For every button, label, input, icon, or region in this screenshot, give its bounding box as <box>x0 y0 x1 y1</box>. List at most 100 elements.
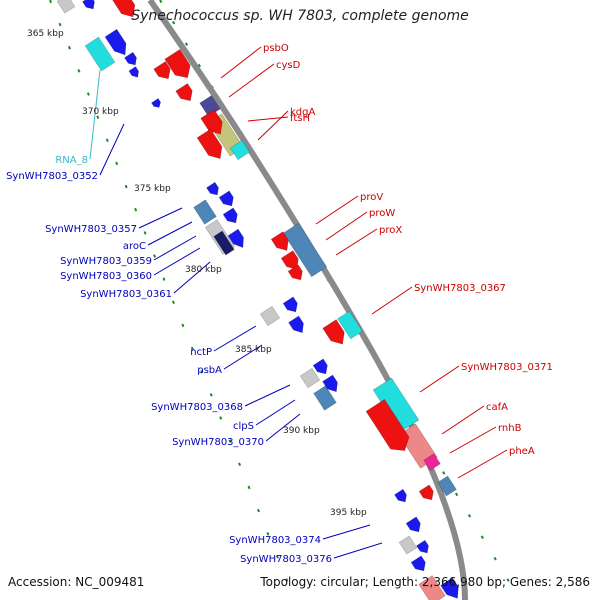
red-gene-arrow <box>153 61 171 80</box>
blue-gene-arrow <box>312 358 328 375</box>
clpS-feature <box>313 385 337 411</box>
accession-text: Accession: NC_009481 <box>8 575 145 589</box>
pheA-feature <box>437 475 457 497</box>
leader-line <box>322 524 371 540</box>
blue-gene-arrow <box>410 555 426 572</box>
genome-backbone <box>147 0 468 600</box>
blue-gene-arrow <box>282 296 298 313</box>
gene-label-prov: proV <box>360 192 383 203</box>
psbA-feature <box>288 315 304 334</box>
leader-line <box>371 286 413 315</box>
leader-line <box>419 365 460 393</box>
blue-gene-arrow <box>440 577 459 599</box>
kdgA-end-feature <box>229 139 251 161</box>
map-title: Synechococcus sp. WH 7803, complete geno… <box>131 8 469 24</box>
leader-line <box>147 221 193 246</box>
gene-label-psba: psbA <box>197 365 222 376</box>
synwh7803-0374-feature <box>405 516 421 533</box>
gene-label-synwh7803-0367: SynWH7803_0367 <box>414 283 506 294</box>
gene-label-clps: clpS <box>233 421 254 432</box>
synwh7803-0367-arrow <box>322 319 345 345</box>
leader-line <box>220 46 262 79</box>
synwh7803-0361-feature <box>227 228 244 248</box>
red-gene-arrow <box>200 109 223 135</box>
kbp-marker-label: 370 kbp <box>82 107 119 117</box>
label-layer: 365 kbp 370 kbp 375 kbp 380 kbp 385 kbp 390 k… <box>6 29 553 565</box>
leader-line <box>173 261 211 294</box>
synwh7803-0357-feature <box>222 207 238 224</box>
blue-gene-arrow <box>206 181 219 196</box>
kbp-marker-label: 365 kbp <box>27 29 64 39</box>
red-gene-arrow <box>287 264 303 281</box>
synwh7803-0370-feature <box>322 374 338 393</box>
leader-line <box>213 325 257 352</box>
leader-line <box>255 399 296 426</box>
gene-label-synwh7803-0371: SynWH7803_0371 <box>461 362 553 373</box>
feature-layer <box>56 0 459 600</box>
gene-label-cafa: cafA <box>486 402 508 413</box>
blue-gene-arrow <box>394 488 407 503</box>
rna-8-feature <box>84 36 116 72</box>
leader-line <box>244 384 291 407</box>
gene-label-rnhb: rnhB <box>498 423 522 434</box>
gene-label-synwh7803-0352: SynWH7803_0352 <box>6 171 98 182</box>
gene-label-synwh7803-0368: SynWH7803_0368 <box>151 402 243 413</box>
leader-line <box>138 207 183 229</box>
gene-label-rna-8: RNA_8 <box>55 155 88 166</box>
cafA-feature <box>398 423 438 469</box>
leader-line <box>247 116 289 122</box>
blue-gene-arrow <box>416 539 429 554</box>
gene-label-synwh7803-0361: SynWH7803_0361 <box>80 289 172 300</box>
cysD-feature <box>175 83 193 102</box>
kbp-marker-label: 380 kbp <box>185 265 222 275</box>
gene-label-synwh7803-0357: SynWH7803_0357 <box>45 224 137 235</box>
leader-line <box>457 449 508 479</box>
gene-label-kdga: kdgA <box>290 107 315 118</box>
synwh7803-0360-feature <box>213 230 235 256</box>
gene-label-synwh7803-0370: SynWH7803_0370 <box>172 437 264 448</box>
blue-gene-arrow <box>124 51 137 66</box>
leader-line <box>153 235 197 261</box>
gene-label-psbo: psbO <box>263 43 289 54</box>
gene-label-synwh7803-0376: SynWH7803_0376 <box>240 554 332 565</box>
synwh7803-0371-arrow <box>365 398 410 451</box>
kbp-marker-label: 375 kbp <box>134 184 171 194</box>
top-left-feature <box>56 0 76 14</box>
leader-line <box>449 426 497 454</box>
leader-line <box>325 211 368 241</box>
leader-line <box>99 123 125 176</box>
leader-line <box>228 63 275 98</box>
label-leader-layer <box>89 46 508 559</box>
kdgA-feature <box>196 128 223 159</box>
leader-line <box>335 228 378 256</box>
rnhB-feature <box>423 453 441 471</box>
gene-label-prox: proX <box>379 225 402 236</box>
gene-label-phea: pheA <box>509 446 535 457</box>
synwh7803-0367-feature <box>337 310 363 340</box>
leader-line <box>441 405 485 435</box>
kbp-marker-label: 390 kbp <box>283 426 320 436</box>
nctP-feature <box>259 305 281 327</box>
kbp-marker-label: 395 kbp <box>330 508 367 518</box>
inner-track-dots <box>49 0 296 600</box>
leader-line <box>257 110 289 141</box>
gene-label-ftsh: ftsH <box>290 113 310 124</box>
leader-line <box>265 413 301 442</box>
proX-feature <box>282 222 328 278</box>
gene-label-nctp: nctP <box>190 347 212 358</box>
gene-label-aroc: aroC <box>123 241 146 252</box>
synwh7803-0376-feature <box>398 535 418 555</box>
gene-label-synwh7803-0374: SynWH7803_0374 <box>229 535 321 546</box>
leader-line <box>89 69 101 160</box>
genome-summary-text: Topology: circular; Length: 2,366,980 bp… <box>260 575 590 589</box>
synwh7803-0368-feature <box>299 367 321 389</box>
leader-line <box>153 247 201 276</box>
gene-label-prow: proW <box>369 208 395 219</box>
aroC-feature <box>193 199 217 225</box>
tail-feature <box>418 575 446 600</box>
leader-line <box>315 195 359 225</box>
kbp-marker-label: 385 kbp <box>235 345 272 355</box>
blue-gene-arrow <box>128 66 139 78</box>
